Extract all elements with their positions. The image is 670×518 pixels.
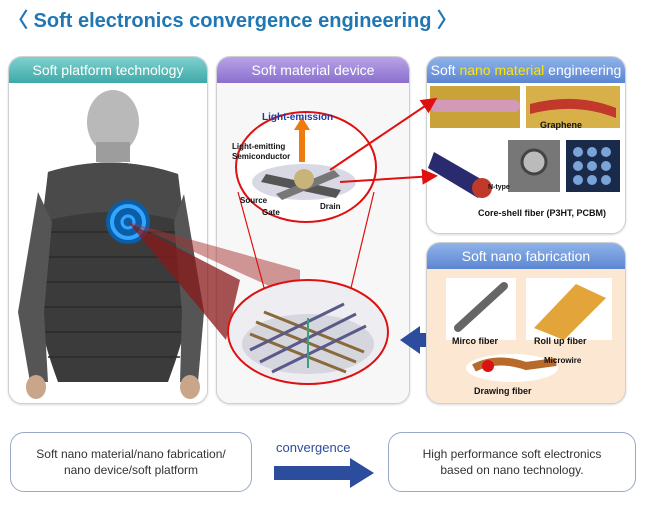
material-title-post: engineering [544,62,622,78]
ntype-label: N-type [488,184,510,191]
drain-label: Drain [320,202,341,211]
fabrication-images [446,278,612,382]
inputs-text: Soft nano material/nano fabrication/ nan… [36,447,226,477]
device-illustration [227,111,389,385]
inputs-box: Soft nano material/nano fabrication/ nan… [10,432,252,492]
page-title: 〈 Soft electronics convergence engineeri… [8,10,458,32]
source-label: Source [240,196,268,205]
nano-material-images [428,86,620,202]
person-vest-image [18,90,204,399]
micro-fiber-label: Mirco fiber [452,336,499,346]
light-emission-label: Light-emission [262,112,334,123]
device-panel-title: Soft material device [217,57,409,83]
material-panel-title: Soft nano material engineering [427,57,625,83]
convergence-arrow [274,458,374,488]
convergence-label: convergence [276,440,351,455]
platform-panel-title: Soft platform technology [9,57,207,83]
ptype-label: P-type [452,152,477,161]
graphene-label: Graphene [540,120,583,130]
material-title-highlight: nano material [459,62,545,78]
gate-label: Gate [262,208,280,217]
drawing-fiber-label: Drawing fiber [474,386,532,396]
material-title-pre: Soft [430,62,460,78]
rollup-fiber-label: Roll up fiber [534,336,587,346]
outcome-box: High performance soft electronics based … [388,432,636,492]
semiconductor-label: Light-emitting Semiconductor [232,142,291,161]
coreshell-label: Core-shell fiber (P3HT, PCBM) [478,208,607,218]
microwire-label: Microwire [544,356,582,365]
fabrication-panel-title: Soft nano fabrication [427,243,625,269]
outcome-text: High performance soft electronics based … [422,447,602,477]
